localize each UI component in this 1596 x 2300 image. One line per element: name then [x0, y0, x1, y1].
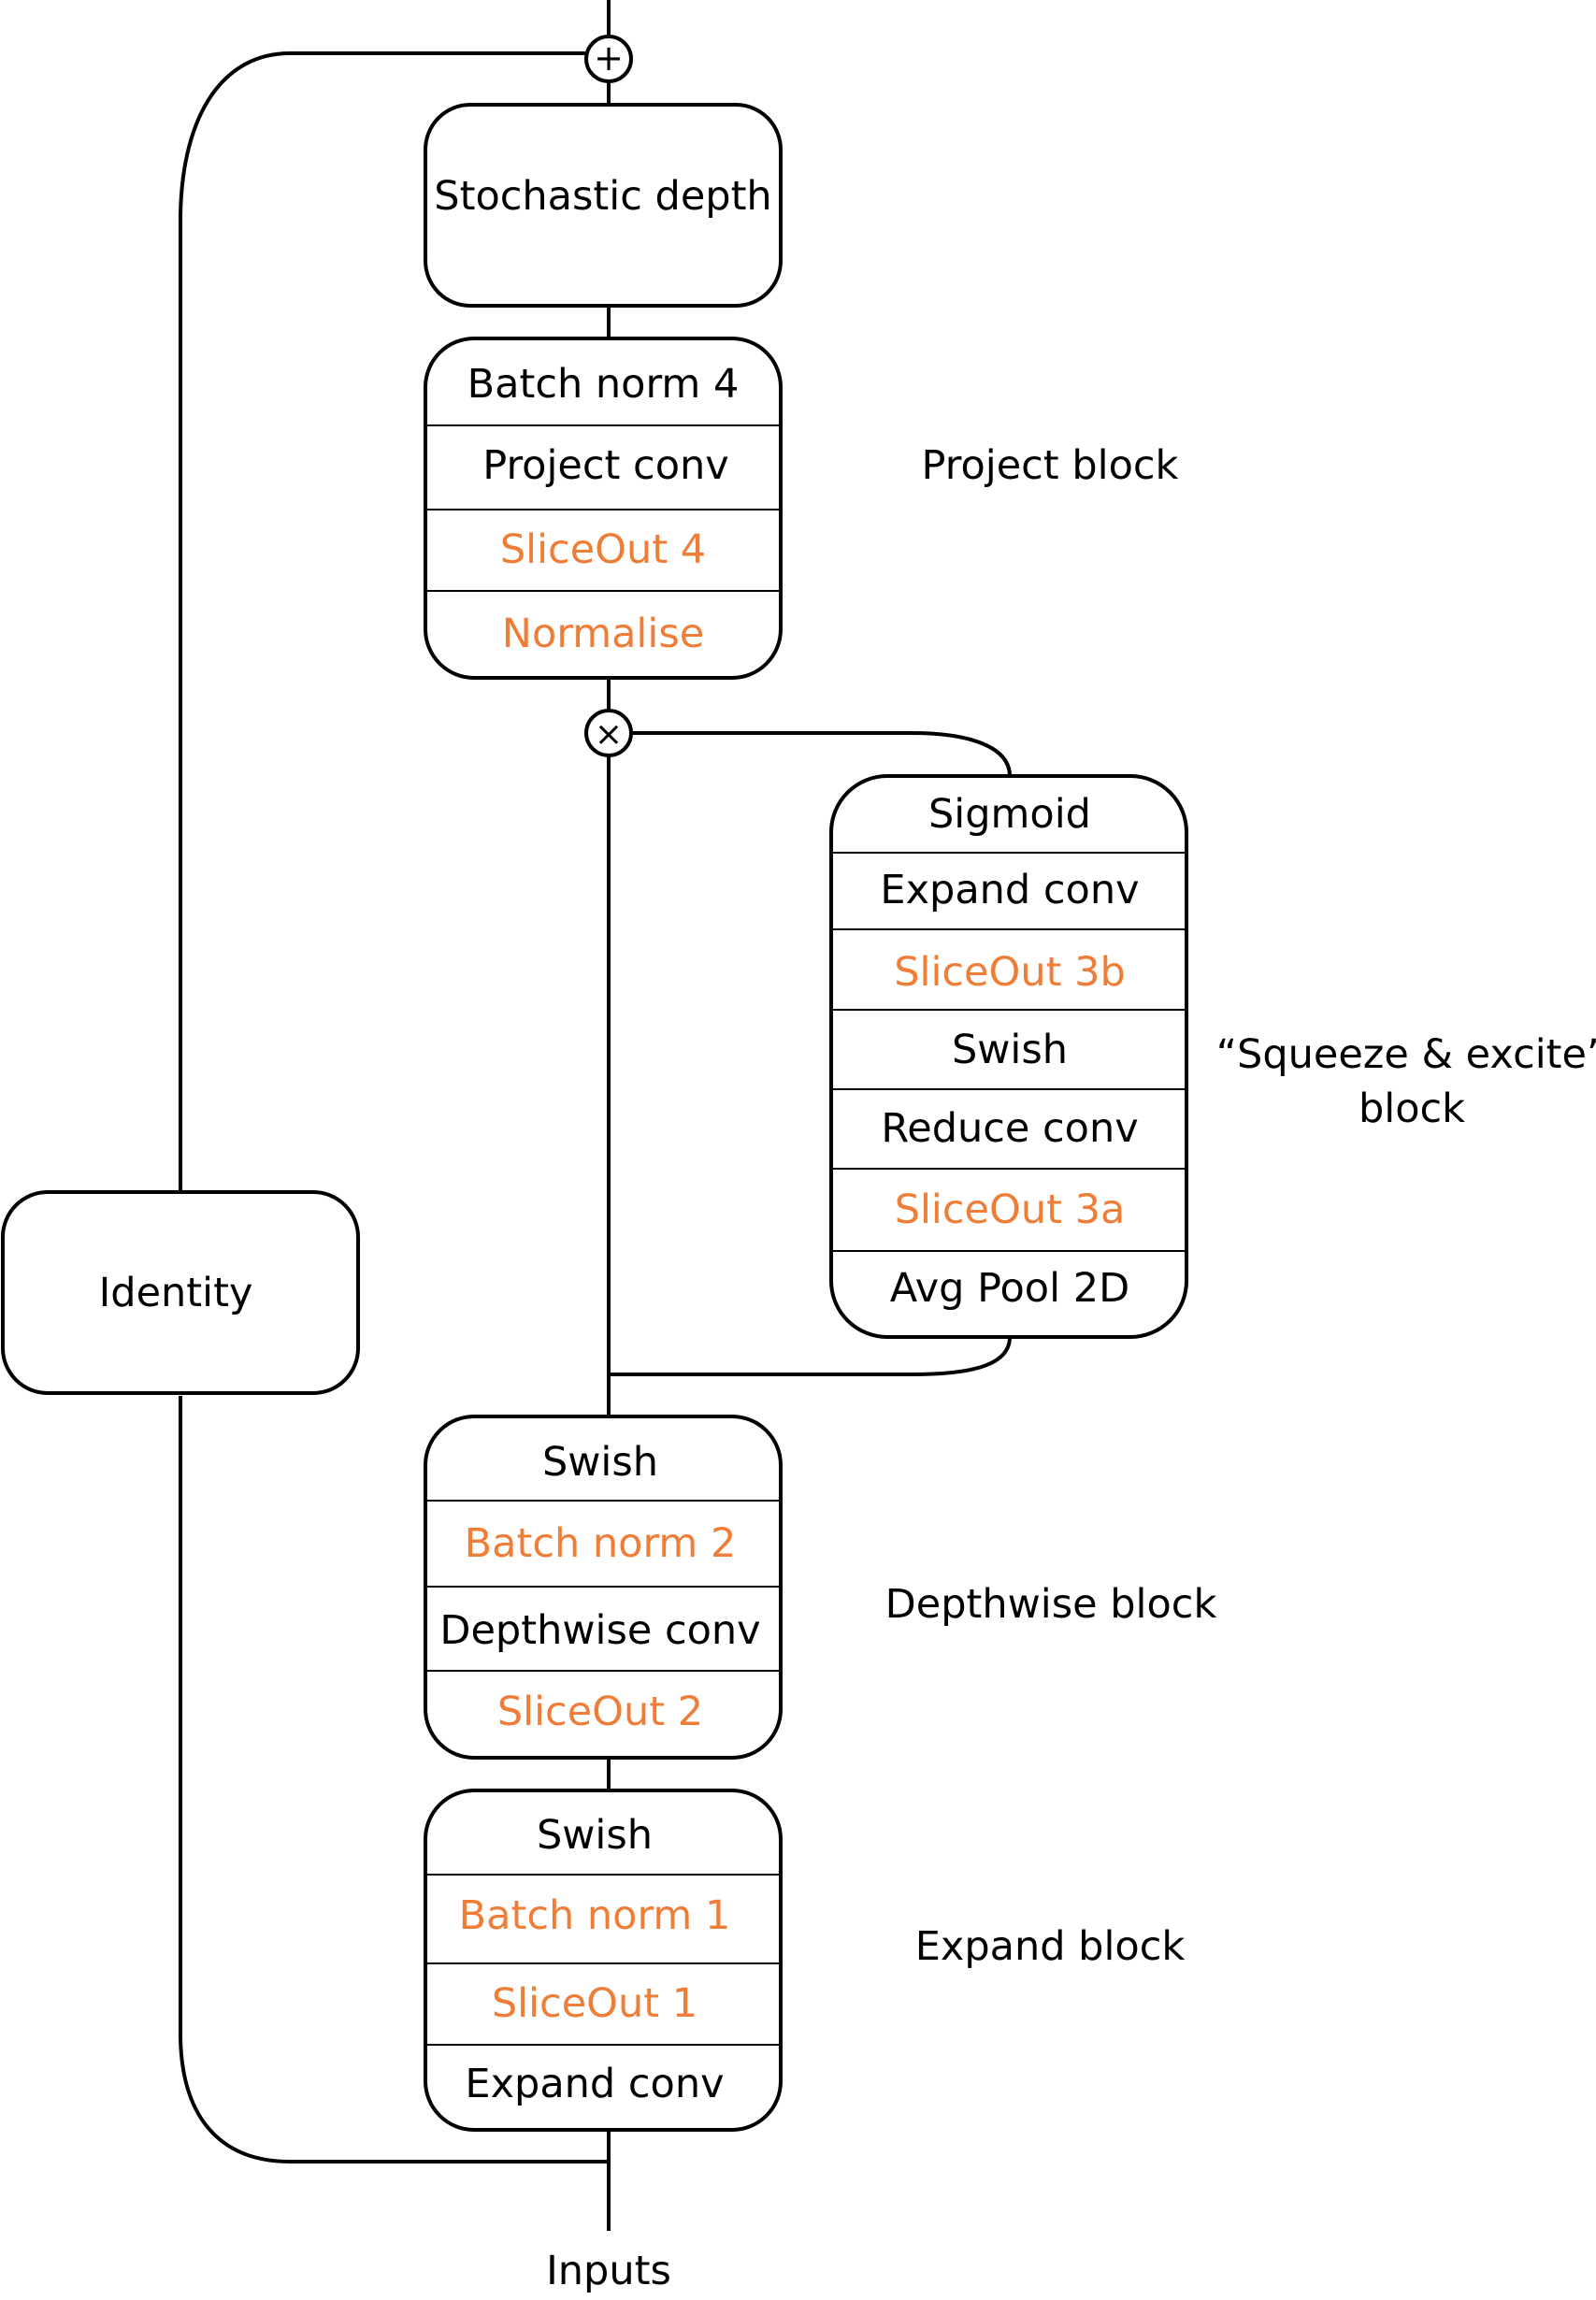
identity-label: Identity	[99, 1270, 253, 1316]
add-operator-icon: +	[594, 37, 624, 79]
se-layer-expand-conv: Expand conv	[880, 867, 1139, 913]
depthwise-layer-swish: Swish	[542, 1439, 658, 1486]
project-layer-normalise: Normalise	[502, 611, 704, 657]
se-block-label-line1: “Squeeze & excite”	[1216, 1031, 1596, 1078]
depthwise-layer-batch-norm-2: Batch norm 2	[465, 1520, 737, 1567]
inputs-label: Inputs	[546, 2248, 671, 2294]
depthwise-layer-depthwise-conv: Depthwise conv	[439, 1607, 760, 1654]
expand-layer-sliceout-1: SliceOut 1	[492, 1980, 697, 2027]
project-block-label: Project block	[922, 442, 1179, 489]
depthwise-block: Swish Batch norm 2 Depthwise conv SliceO…	[424, 1415, 783, 1760]
depthwise-block-label: Depthwise block	[885, 1581, 1217, 1628]
se-layer-reduce-conv: Reduce conv	[881, 1105, 1138, 1152]
skip-connection-bottom	[179, 1396, 609, 2163]
stochastic-depth-label: Stochastic depth	[434, 173, 771, 220]
se-input-branch	[609, 1336, 1012, 1376]
project-layer-project-conv: Project conv	[482, 442, 728, 489]
multiply-operator-icon: ×	[595, 715, 623, 754]
expand-layer-expand-conv: Expand conv	[465, 2061, 724, 2107]
expand-layer-swish: Swish	[537, 1812, 653, 1859]
se-layer-sliceout-3b: SliceOut 3b	[894, 949, 1126, 996]
project-block: Batch norm 4 Project conv SliceOut 4 Nor…	[424, 337, 783, 680]
se-block-label-line2: block	[1359, 1085, 1465, 1132]
multiply-node: ×	[584, 709, 633, 757]
identity-box: Identity	[1, 1190, 360, 1395]
stochastic-depth-box: Stochastic depth	[424, 103, 783, 308]
connections	[179, 0, 1012, 2231]
se-layer-sigmoid: Sigmoid	[928, 791, 1091, 838]
se-layer-sliceout-3a: SliceOut 3a	[895, 1186, 1126, 1233]
se-layer-swish: Swish	[952, 1027, 1068, 1073]
se-layer-avg-pool-2d: Avg Pool 2D	[890, 1265, 1129, 1312]
project-layer-batch-norm-4: Batch norm 4	[467, 361, 740, 408]
project-layer-sliceout-4: SliceOut 4	[500, 526, 706, 573]
expand-block-label: Expand block	[915, 1923, 1186, 1970]
se-output-branch	[631, 731, 1012, 777]
add-node: +	[584, 35, 633, 83]
squeeze-excite-block: Sigmoid Expand conv SliceOut 3b Swish Re…	[829, 774, 1188, 1339]
expand-layer-batch-norm-1: Batch norm 1	[459, 1892, 731, 1939]
skip-connection-top	[179, 51, 586, 1192]
expand-block: Swish Batch norm 1 SliceOut 1 Expand con…	[424, 1789, 783, 2132]
depthwise-layer-sliceout-2: SliceOut 2	[497, 1689, 703, 1735]
